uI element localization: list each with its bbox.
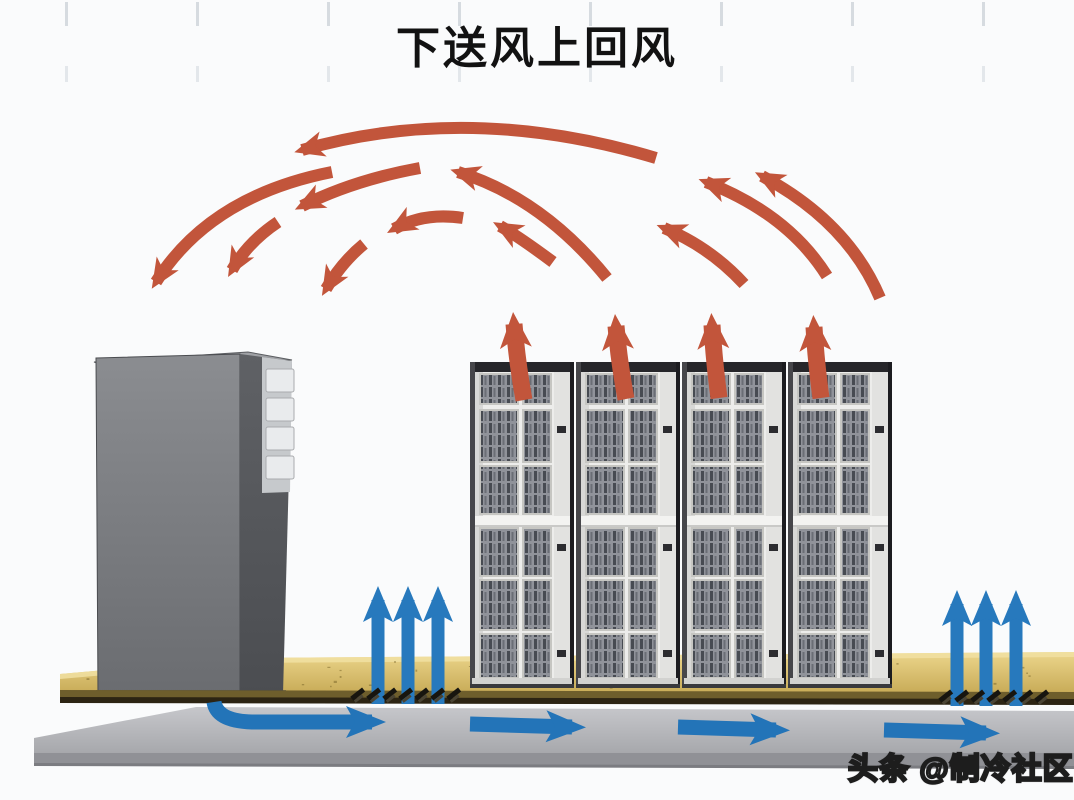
grille-slot-shadow [353,694,364,703]
crac-side-modules [265,368,295,480]
grille-slot [366,687,382,701]
grille-slot [1034,689,1050,703]
grille-slot [430,687,446,701]
grille-slot-shadow [401,694,412,703]
hot-return-arrow [226,217,282,277]
cold-supply-up-arrows [363,586,1031,706]
hot-return-arc-arrows [150,121,886,301]
hot-return-arrow [320,239,368,296]
grille-slot [414,687,430,701]
grille-slot-shadow [449,694,460,703]
floor-front-edge [60,690,1074,705]
hot-return-arrow [656,222,749,289]
grille-slot-shadow [1005,696,1016,705]
grille-slot-shadow [433,694,444,703]
plenum-supply-arrows [206,700,1000,749]
grille-slot [938,689,954,703]
crac-front-panel [95,353,241,697]
grille-slot-shadow [369,694,380,703]
grille-slot-shadow [941,696,952,705]
grille-slot-shadow [989,696,1000,705]
grille-slot-shadow [1021,696,1032,705]
grille-slot [1018,689,1034,703]
rack-exhaust-arrow [697,313,730,400]
plenum-arrow [883,716,1000,749]
server-rack [576,362,680,688]
grille-slot-shadow [973,696,984,705]
grille-slot-shadow [957,696,968,705]
floor-vent-grilles [350,687,1050,705]
plenum-arrow [206,700,386,738]
plenum-arrow [677,713,790,746]
hot-return-arrow [450,166,612,282]
grille-slot-shadow [417,694,428,703]
hot-return-arrow [387,206,464,235]
rack-exhaust-arrow [499,312,533,402]
watermark: 头条 @制冷社区 [847,752,1074,787]
grille-slot-shadow [1037,696,1048,705]
grille-slot [954,689,970,703]
grille-slot [1002,689,1018,703]
hot-return-arrow [754,170,886,301]
server-racks [470,362,892,688]
grille-slot [382,687,398,701]
grille-slot [446,687,462,701]
server-rack [470,362,574,688]
hot-return-arrow [698,176,833,280]
server-rack [682,362,786,688]
grille-slot [350,687,366,701]
server-rack [788,362,892,688]
rack-exhaust-arrows [499,312,832,402]
hot-return-arrow [150,166,334,289]
diagram-title: 下送风上回风 [396,24,678,73]
crac-unit [93,351,295,697]
plenum-arrow [469,710,586,743]
grille-slot [398,687,414,701]
hot-return-arrow [493,220,557,267]
rack-exhaust-arrow [602,314,635,401]
rack-exhaust-arrow [799,315,832,400]
grille-slot [970,689,986,703]
grille-slot-shadow [385,694,396,703]
hot-return-arrow [294,162,422,212]
grille-slot [986,689,1002,703]
hot-return-arrow [294,121,658,164]
